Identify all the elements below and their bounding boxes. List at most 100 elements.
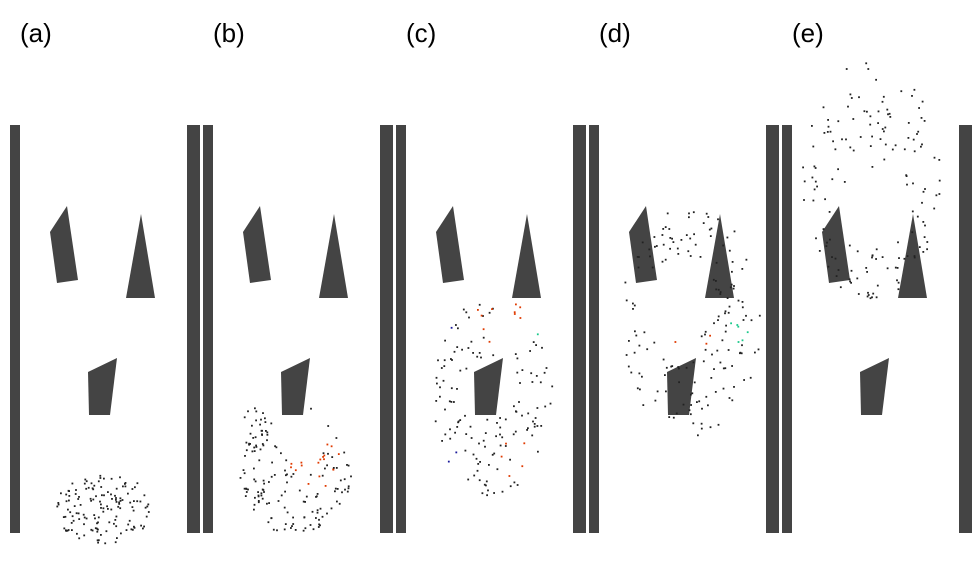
- particle: [875, 78, 877, 81]
- particle: [302, 529, 305, 532]
- particle: [316, 509, 319, 512]
- particle: [829, 238, 831, 241]
- particle: [470, 437, 473, 439]
- particle: [627, 365, 630, 368]
- particle: [270, 475, 273, 478]
- particle: [549, 402, 552, 405]
- particle: [456, 426, 459, 428]
- particle: [698, 400, 701, 403]
- particle: [111, 498, 113, 500]
- particle: [248, 442, 250, 445]
- particle: [332, 468, 335, 471]
- particle: [707, 404, 709, 407]
- particle: [465, 367, 468, 370]
- particle: [291, 525, 293, 527]
- particle: [920, 145, 922, 148]
- particle: [124, 485, 127, 488]
- particle: [906, 183, 908, 186]
- particle: [849, 280, 851, 283]
- obstacle-triangle: [512, 214, 541, 298]
- particle: [491, 453, 494, 456]
- particle: [90, 528, 93, 531]
- particle: [326, 512, 328, 515]
- particle: [68, 495, 71, 497]
- particle: [856, 250, 859, 253]
- particle: [688, 216, 690, 219]
- obstacle-triangle: [705, 214, 734, 298]
- particle: [741, 301, 744, 303]
- particle: [741, 306, 744, 309]
- particle: [499, 426, 502, 429]
- particle: [869, 115, 872, 118]
- particle: [316, 511, 319, 514]
- particle: [323, 458, 325, 461]
- particle: [493, 492, 495, 494]
- particle: [521, 414, 523, 417]
- particle: [472, 352, 474, 354]
- obstacle-quad-left: [822, 206, 850, 283]
- particle: [262, 412, 264, 414]
- particle: [315, 495, 318, 498]
- obstacle-quad-center: [667, 358, 696, 415]
- particle: [827, 119, 829, 121]
- particle: [677, 253, 680, 255]
- particle: [922, 190, 925, 193]
- particle: [100, 486, 103, 488]
- particle: [448, 400, 451, 403]
- panel-label: (b): [213, 18, 245, 48]
- particle: [803, 180, 806, 183]
- particle: [634, 330, 636, 333]
- particle: [722, 367, 725, 370]
- particle: [852, 149, 855, 152]
- particle: [324, 485, 327, 487]
- particle: [347, 485, 350, 488]
- particle: [867, 68, 870, 70]
- particle: [95, 495, 97, 498]
- particle: [483, 483, 486, 486]
- particle: [826, 131, 829, 133]
- particle: [918, 246, 921, 248]
- particle: [262, 444, 265, 447]
- particle: [505, 442, 507, 445]
- particle: [447, 460, 450, 463]
- particle: [459, 369, 462, 372]
- particle: [300, 464, 303, 467]
- particle: [705, 342, 708, 345]
- particle: [96, 539, 99, 542]
- particle: [133, 525, 135, 528]
- wall-right: [380, 125, 393, 533]
- particle: [637, 266, 640, 269]
- particle: [741, 339, 744, 342]
- particle: [852, 118, 855, 120]
- particle: [131, 488, 134, 490]
- particle: [696, 401, 698, 403]
- particle: [469, 425, 472, 428]
- particle: [848, 278, 851, 281]
- particle: [519, 382, 521, 384]
- particle: [924, 224, 926, 227]
- particle: [733, 386, 735, 388]
- particle: [845, 68, 848, 70]
- particle: [533, 423, 536, 425]
- particle: [477, 309, 479, 311]
- particle: [117, 505, 120, 508]
- particle: [831, 178, 834, 181]
- particle: [500, 455, 503, 458]
- particle: [875, 248, 878, 251]
- particle: [675, 412, 678, 415]
- particle: [245, 441, 248, 444]
- panel-b: (b): [203, 18, 393, 533]
- particle: [115, 525, 118, 528]
- particle: [866, 271, 868, 273]
- particle: [835, 275, 838, 277]
- particle: [907, 122, 910, 124]
- particle: [933, 207, 936, 210]
- particle: [94, 527, 97, 530]
- particle: [532, 420, 534, 423]
- particle: [97, 521, 99, 524]
- particle: [247, 488, 249, 491]
- particle: [921, 143, 923, 146]
- particle: [97, 541, 99, 544]
- particle: [850, 281, 852, 284]
- particle: [91, 529, 94, 532]
